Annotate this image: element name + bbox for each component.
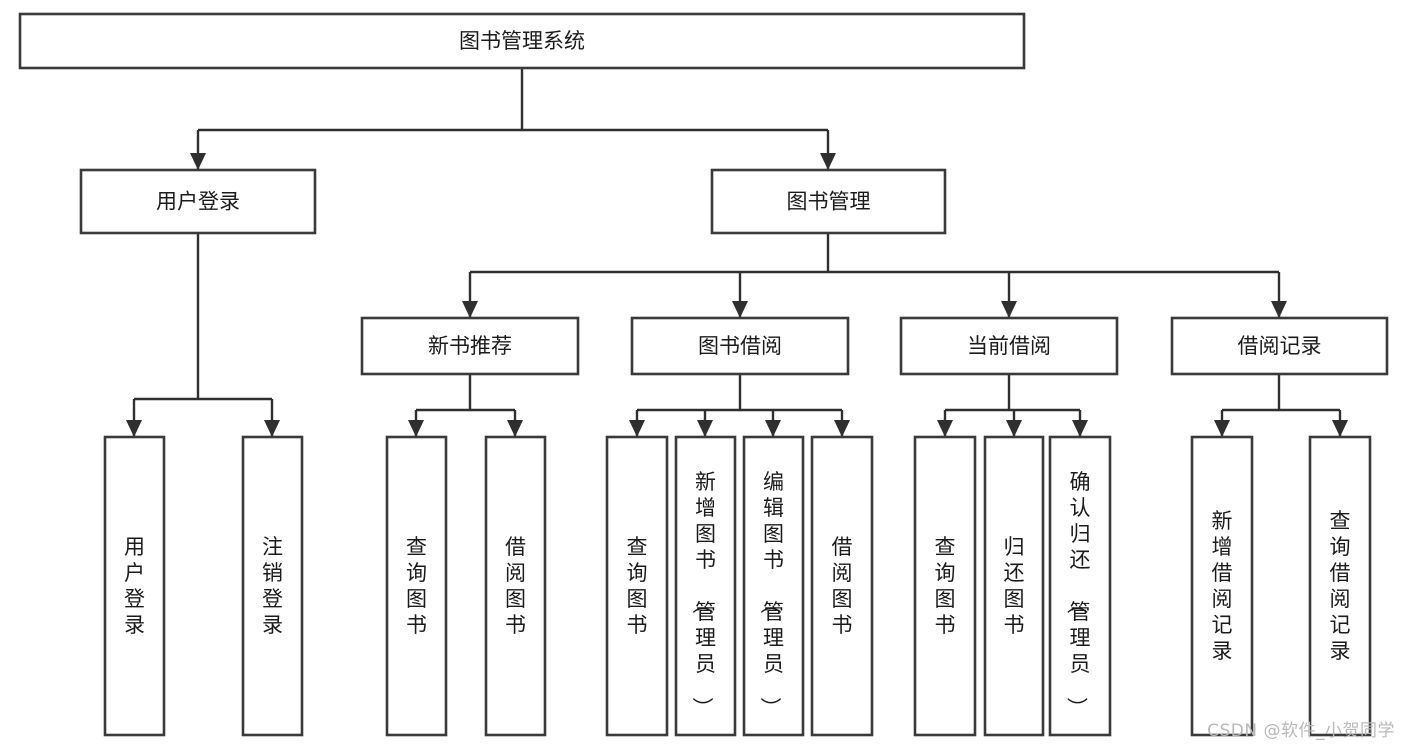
leaf-box[interactable]: [1190, 435, 1254, 737]
leaf-box[interactable]: [484, 435, 547, 737]
arrow-head-icon: [629, 420, 645, 437]
leaf-node[interactable]: 归还图书: [983, 435, 1045, 737]
arrow-head-icon: [1214, 420, 1230, 437]
arrow-head-icon: [697, 420, 713, 437]
arrow-head-icon: [732, 301, 748, 318]
connector-layer: [126, 68, 1348, 437]
level3-node[interactable]: 借阅记录: [1170, 316, 1389, 376]
edge-group-borrow-to-leaves: [629, 374, 850, 437]
arrow-head-icon: [126, 420, 142, 437]
leaf-node[interactable]: 查询图书: [913, 435, 977, 737]
level2-node[interactable]: 图书管理: [710, 168, 947, 235]
leaf-node[interactable]: 用户登录: [103, 435, 166, 737]
edge-group-user-login-to-leaves: [126, 233, 280, 437]
leaf-node[interactable]: 新增图书（管理员）: [674, 435, 737, 737]
arrow-head-icon: [507, 420, 523, 437]
leaf-label: 确认归还（管理员）: [1065, 470, 1091, 718]
level2-node[interactable]: 用户登录: [79, 168, 317, 235]
edge-group-new-book-to-leaves: [408, 374, 523, 437]
level3-node[interactable]: 图书借阅: [630, 316, 850, 376]
arrow-head-icon: [264, 420, 280, 437]
leaf-box[interactable]: [983, 435, 1045, 737]
leaf-label: 新增图书（管理员）: [690, 470, 716, 718]
level2-label: 用户登录: [156, 190, 240, 214]
leaf-label: 注销登录: [262, 535, 283, 637]
leaf-box[interactable]: [742, 435, 805, 737]
root-box[interactable]: [18, 12, 1026, 70]
level3-label: 当前借阅: [967, 334, 1051, 358]
arrow-head-icon: [190, 153, 206, 170]
arrow-head-icon: [1072, 420, 1088, 437]
level3-box[interactable]: [630, 316, 850, 376]
level3-label: 借阅记录: [1238, 334, 1322, 358]
leaf-node[interactable]: 注销登录: [241, 435, 304, 737]
arrow-head-icon: [1271, 301, 1287, 318]
arrow-head-icon: [462, 301, 478, 318]
leaf-label: 查询图书: [935, 535, 956, 637]
level3-label: 图书借阅: [698, 334, 782, 358]
leaf-node[interactable]: 查询借阅记录: [1308, 435, 1372, 737]
leaf-box[interactable]: [605, 435, 669, 737]
leaf-node[interactable]: 编辑图书（管理员）: [742, 435, 805, 737]
leaf-node[interactable]: 新增借阅记录: [1190, 435, 1254, 737]
level2-label: 图书管理: [787, 190, 871, 214]
leaf-label: 编辑图书（管理员）: [758, 470, 784, 718]
leaf-label: 归还图书: [1004, 535, 1025, 637]
leaf-box[interactable]: [1048, 435, 1112, 737]
arrow-head-icon: [1001, 301, 1017, 318]
arrow-head-icon: [408, 420, 424, 437]
root-node[interactable]: 图书管理系统: [18, 12, 1026, 70]
leaf-label: 新增借阅记录: [1212, 509, 1233, 663]
level3-box[interactable]: [899, 316, 1119, 376]
leaf-box[interactable]: [810, 435, 874, 737]
leaf-label: 查询图书: [406, 535, 427, 637]
leaf-box[interactable]: [1308, 435, 1372, 737]
edge-group-current-to-leaves: [937, 374, 1088, 437]
leaf-label: 查询借阅记录: [1330, 509, 1351, 663]
leaf-label: 借阅图书: [505, 535, 526, 637]
level3-box[interactable]: [1170, 316, 1389, 376]
edge-group-level2-to-level3: [462, 233, 1287, 318]
leaf-box[interactable]: [385, 435, 448, 737]
arrow-head-icon: [765, 420, 781, 437]
arrow-head-icon: [1006, 420, 1022, 437]
level3-node[interactable]: 新书推荐: [360, 316, 580, 376]
arrow-head-icon: [834, 420, 850, 437]
level3-box[interactable]: [360, 316, 580, 376]
edge-group-root-to-level2: [190, 68, 836, 170]
leaf-label: 查询图书: [627, 535, 648, 637]
leaf-box[interactable]: [913, 435, 977, 737]
root-label: 图书管理系统: [459, 29, 585, 53]
leaf-node[interactable]: 确认归还（管理员）: [1048, 435, 1112, 737]
leaf-box[interactable]: [103, 435, 166, 737]
leaf-node[interactable]: 查询图书: [385, 435, 448, 737]
level2-box[interactable]: [710, 168, 947, 235]
arrow-head-icon: [820, 153, 836, 170]
arrow-head-icon: [1332, 420, 1348, 437]
leaf-node[interactable]: 借阅图书: [484, 435, 547, 737]
level2-box[interactable]: [79, 168, 317, 235]
node-layer: 图书管理系统用户登录图书管理新书推荐图书借阅当前借阅借阅记录用户登录注销登录查询…: [18, 12, 1389, 737]
leaf-label: 借阅图书: [832, 535, 853, 637]
arrow-head-icon: [937, 420, 953, 437]
level3-node[interactable]: 当前借阅: [899, 316, 1119, 376]
leaf-box[interactable]: [241, 435, 304, 737]
leaf-label: 用户登录: [124, 535, 145, 637]
level3-label: 新书推荐: [428, 334, 512, 358]
leaf-box[interactable]: [674, 435, 737, 737]
edge-group-record-to-leaves: [1214, 374, 1348, 437]
leaf-node[interactable]: 借阅图书: [810, 435, 874, 737]
leaf-node[interactable]: 查询图书: [605, 435, 669, 737]
